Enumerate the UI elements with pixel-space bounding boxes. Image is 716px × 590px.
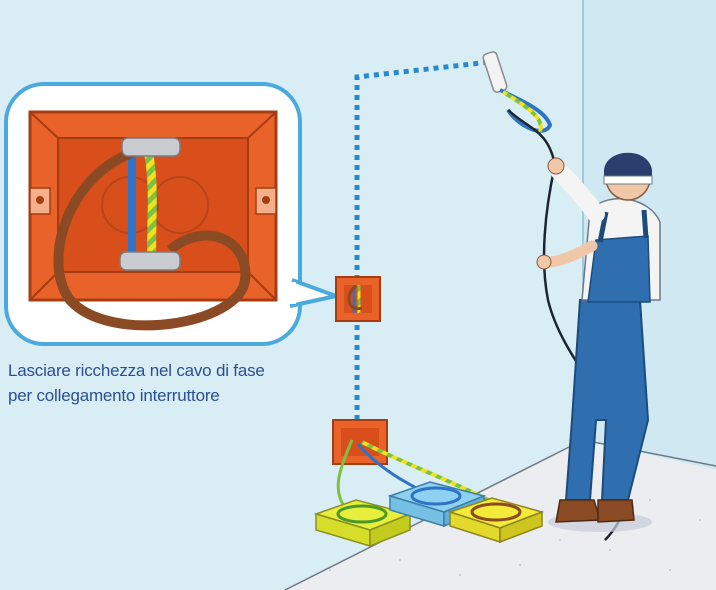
caption-line-1: Lasciare ricchezza nel cavo di fase bbox=[8, 361, 265, 380]
floor-speckles bbox=[328, 498, 702, 577]
wall-switch-box-icon bbox=[335, 276, 381, 322]
enlarged-switch-box bbox=[28, 110, 278, 331]
electrician-figure bbox=[536, 152, 661, 532]
callout-caption: Lasciare ricchezza nel cavo di fase per … bbox=[8, 358, 308, 408]
ceiling-light-socket-icon bbox=[482, 51, 557, 166]
wire-spool-icon bbox=[447, 497, 545, 544]
caption-line-2: per collegamento interruttore bbox=[8, 386, 220, 405]
